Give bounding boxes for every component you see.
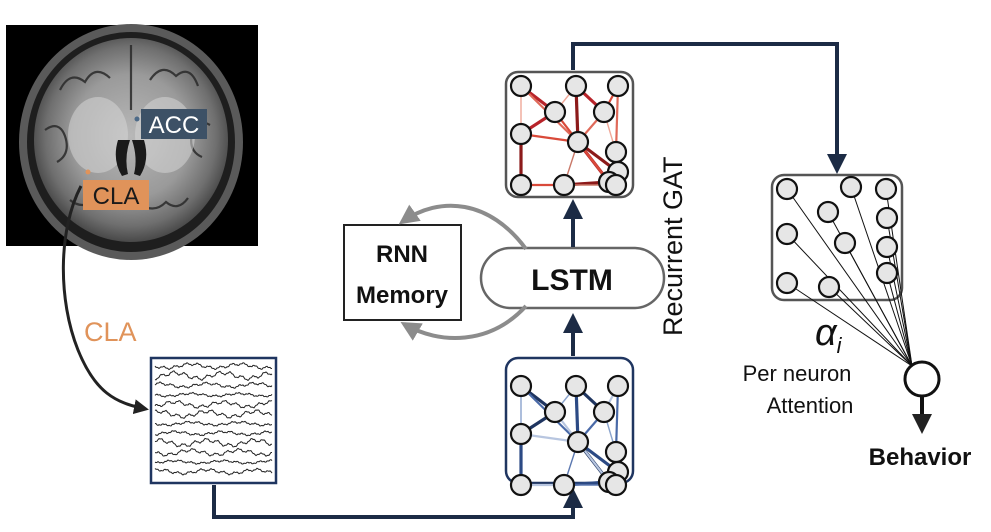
memory-to-lstm-arrow [400, 304, 528, 341]
attention-node [875, 261, 899, 285]
attention-node [817, 275, 841, 299]
graph-node [566, 130, 590, 154]
region-cla-tag: CLA [83, 180, 149, 210]
graph-node [566, 430, 590, 454]
attention-node [775, 271, 799, 295]
attention-node [816, 200, 840, 224]
attention-weight-line [844, 242, 913, 367]
lstm-to-memory-arrow [398, 203, 528, 251]
graph-node [604, 473, 628, 497]
region-acc-label: ACC [149, 112, 200, 139]
attention-node [833, 231, 857, 255]
eeg-trace [154, 381, 273, 389]
graph-node [509, 74, 533, 98]
graph-node [592, 100, 616, 124]
lstm-label: LSTM [531, 264, 613, 297]
attention-weight-line [828, 286, 913, 367]
graph-node [604, 173, 628, 197]
attention-node [775, 177, 799, 201]
graph-node [564, 374, 588, 398]
traces-to-graph-arrow [212, 485, 583, 519]
recurrent-gat-graph [504, 70, 635, 199]
attention-weight-line [886, 272, 913, 367]
graph-node [604, 440, 628, 464]
lstm-block: LSTM [479, 246, 666, 310]
graph-node [592, 400, 616, 424]
attention-weight-line [786, 188, 913, 367]
graph-node [509, 374, 533, 398]
graph-node [509, 422, 533, 446]
eeg-trace [154, 391, 273, 398]
gat-to-attention-arrow [571, 42, 847, 174]
graph-node [552, 473, 576, 497]
attention-weight-line [786, 233, 913, 367]
eeg-trace [154, 399, 273, 409]
graph-network-icon [504, 356, 635, 497]
eeg-trace [154, 437, 273, 448]
eeg-trace [154, 370, 273, 382]
graph-node [564, 74, 588, 98]
eeg-trace [154, 467, 273, 476]
eeg-traces-icon [149, 356, 278, 485]
cla-signal-arrow [61, 185, 149, 415]
rnn-memory-block: RNN Memory [343, 224, 462, 321]
alpha-symbol: αi [815, 312, 843, 358]
region-acc-tag: ACC [141, 109, 207, 139]
behavior-label: Behavior [869, 444, 972, 471]
attention-node [775, 222, 799, 246]
eeg-trace [154, 420, 273, 427]
graph-node [509, 173, 533, 197]
attention-weight-line [786, 282, 913, 367]
graph-node [604, 140, 628, 164]
graph-node [552, 173, 576, 197]
region-cla-label: CLA [93, 183, 140, 210]
eeg-trace [154, 409, 273, 420]
eeg-trace [154, 447, 273, 457]
eeg-trace [154, 459, 273, 465]
attention-line1: Per neuron [743, 361, 852, 386]
attention-graph [770, 173, 913, 367]
gat-label: Recurrent GAT [658, 156, 688, 336]
graph-node [509, 122, 533, 146]
eeg-trace [154, 430, 272, 437]
graph-node [509, 473, 533, 497]
brain-mri-icon [6, 24, 258, 260]
graph-node [606, 374, 630, 398]
attention-node [875, 235, 899, 259]
eeg-trace [154, 362, 273, 371]
attention-node [875, 206, 899, 230]
attention-line2: Attention [767, 393, 854, 418]
memory-line1: RNN [376, 241, 428, 268]
graph-node [543, 400, 567, 424]
graph-node [606, 74, 630, 98]
memory-line2: Memory [356, 282, 449, 309]
neuron-output-icon [903, 360, 941, 398]
attention-node [839, 175, 863, 199]
attention-node [874, 177, 898, 201]
graph-node [543, 100, 567, 124]
signal-label: CLA [84, 317, 137, 347]
